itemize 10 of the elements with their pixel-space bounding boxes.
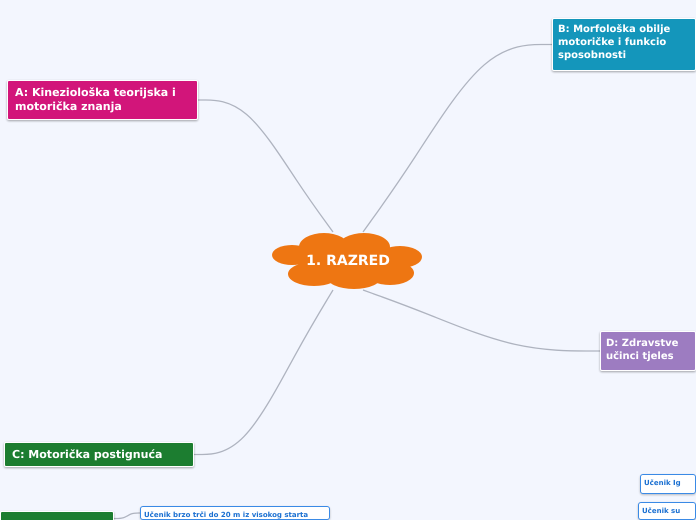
connector-line	[362, 289, 601, 352]
topic-box	[0, 511, 114, 520]
connector-line	[113, 512, 141, 520]
connector-line	[362, 44, 553, 233]
topic-box: C: Motorička postignuća	[4, 442, 194, 467]
topic-box: B: Morfološka obilje motoričke i funkcio sposobnosti	[552, 18, 696, 71]
connector-line	[197, 99, 334, 233]
topic-box: A: Kineziološka teorijska i motorička znanja	[7, 80, 198, 120]
connector-line	[193, 289, 334, 456]
topic-box: D: Zdravstve učinci tjeles	[600, 331, 696, 371]
